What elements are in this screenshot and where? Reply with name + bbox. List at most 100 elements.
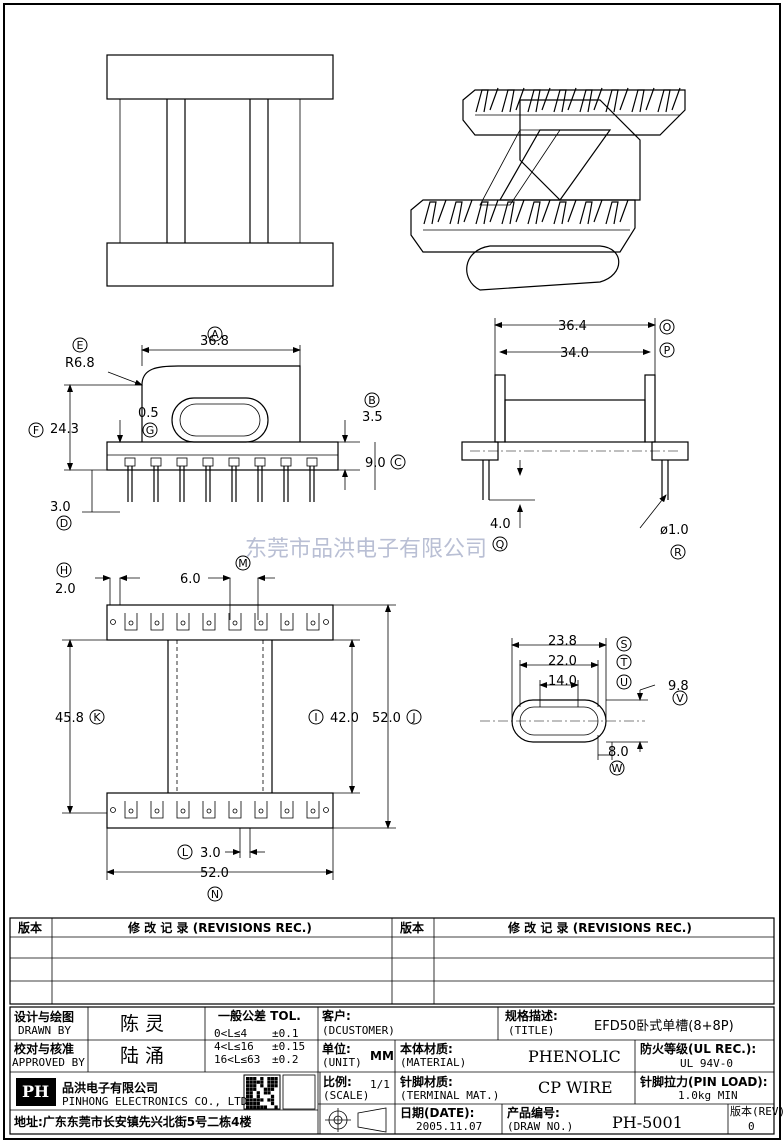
marker-circle <box>364 392 380 408</box>
bottom-slot <box>124 801 138 819</box>
tol-label: 一般公差 TOL. <box>218 1008 301 1023</box>
tol-row-3-range: 16<L≤63 <box>214 1053 260 1066</box>
bottom-corner-hole <box>323 807 329 813</box>
sheet-border <box>3 3 781 1140</box>
bottom-slot <box>228 613 242 631</box>
qr-cell <box>270 1098 275 1102</box>
tol-row-2-range: 4<L≤16 <box>214 1040 254 1053</box>
qr-cell <box>246 1087 250 1091</box>
marker-C: C <box>394 456 402 469</box>
section-view <box>480 638 656 760</box>
qr-cell <box>256 1098 260 1102</box>
date-value: 2005.11.07 <box>416 1120 482 1133</box>
marker-circle <box>406 709 422 725</box>
marker-J: J <box>411 711 415 724</box>
iso-pin-post <box>553 89 567 113</box>
qr-cell <box>246 1091 250 1095</box>
iso-pin <box>671 87 681 111</box>
approved-by: 陆 涌 <box>120 1045 164 1067</box>
company-name-cn: 品洪电子有限公司 <box>62 1080 158 1095</box>
qr-cell <box>246 1077 250 1081</box>
iso-pin-post <box>657 89 671 113</box>
dim-H: 2.0 <box>55 582 76 597</box>
qr-cell <box>270 1101 275 1106</box>
bottom-slot <box>254 613 268 631</box>
qr-cell <box>256 1091 260 1095</box>
bottom-pin-hole <box>310 808 316 814</box>
title-block: 设计与绘图 DRAWN BY 陈 灵 校对与核准 APPROVED BY 陆 涌… <box>9 1006 784 1135</box>
marker-circle <box>492 536 508 552</box>
approved-label-cn: 校对与核准 <box>14 1041 74 1056</box>
pin-load-value: 1.0kg MIN <box>678 1089 738 1102</box>
marker-L: L <box>182 846 189 859</box>
marker-circle <box>56 562 72 578</box>
front-pin-socket <box>254 457 266 467</box>
marker-Q: Q <box>496 538 505 551</box>
qr-cell <box>270 1080 275 1084</box>
bottom-pin-hole <box>258 808 264 814</box>
dim-S: 23.8 <box>548 634 577 649</box>
qr-cell <box>249 1094 253 1099</box>
terminal-label: 针脚材质: <box>400 1074 453 1089</box>
date-label: 日期(DATE): <box>400 1105 474 1120</box>
projection-symbol <box>325 1107 387 1133</box>
qr-cell <box>256 1105 260 1109</box>
dim-G: 0.5 <box>138 406 159 421</box>
company-logo <box>16 1078 56 1106</box>
front-pin-socket <box>306 457 318 467</box>
iso-pin-post <box>501 89 515 113</box>
draw-no-label-en: (DRAW NO.) <box>507 1120 573 1133</box>
qr-cell <box>249 1084 253 1088</box>
bottom-pin-hole <box>284 808 290 814</box>
marker-N: N <box>211 888 219 901</box>
iso-pin-post <box>605 89 619 113</box>
marker-circle <box>609 760 625 776</box>
rev-value: 0 <box>748 1120 755 1133</box>
marker-M: M <box>238 557 248 570</box>
watermark: 东莞市品洪电子有限公司 <box>245 537 487 562</box>
bottom-slot <box>228 801 242 819</box>
iso-pin-post <box>527 89 541 113</box>
qr-cell <box>249 1091 253 1095</box>
bottom-pin-hole <box>180 620 186 626</box>
title-label-en: (TITLE) <box>508 1024 554 1037</box>
qr-cell <box>270 1084 275 1088</box>
qr-cell <box>263 1105 268 1109</box>
qr-cell <box>274 1105 278 1109</box>
dim-E: R6.8 <box>65 356 95 371</box>
qr-cell <box>246 1084 250 1088</box>
dim-D: 3.0 <box>50 500 71 515</box>
bottom-pin-hole <box>206 620 212 626</box>
bottom-pin-hole <box>284 620 290 626</box>
dim-A: 36.8 <box>200 334 229 349</box>
material-label-en: (MATERIAL) <box>400 1056 466 1069</box>
marker-circle <box>616 654 632 670</box>
dim-C: 9.0 <box>365 456 386 471</box>
rev-col-version-right: 版本 <box>400 920 424 935</box>
qr-cell <box>267 1091 271 1095</box>
qr-cell <box>246 1094 250 1099</box>
marker-circle <box>616 636 632 652</box>
qr-cell <box>249 1087 253 1091</box>
marker-circle <box>177 844 193 860</box>
iso-pin-post <box>605 201 619 225</box>
qr-cell <box>249 1105 253 1109</box>
marker-O: O <box>663 321 672 334</box>
tol-row-1-value: ±0.1 <box>272 1027 299 1040</box>
qr-cell <box>267 1084 271 1088</box>
iso-pin <box>463 199 473 223</box>
dimension-labels: 36.8 R6.8 24.3 0.5 3.5 9.0 3.0 36.4 34.0… <box>50 319 689 881</box>
front-pin-socket <box>176 457 188 467</box>
bottom-slot <box>150 801 164 819</box>
iso-pin-post <box>501 201 515 225</box>
bottom-pin-hole <box>258 620 264 626</box>
qr-cell <box>267 1098 271 1102</box>
marker-circle <box>390 454 406 470</box>
draw-no-label: 产品编号: <box>507 1105 560 1120</box>
unit-value: MM <box>370 1049 394 1063</box>
qr-cell <box>253 1105 257 1109</box>
bottom-pin-hole <box>154 808 160 814</box>
front-pin-socket <box>124 457 136 467</box>
